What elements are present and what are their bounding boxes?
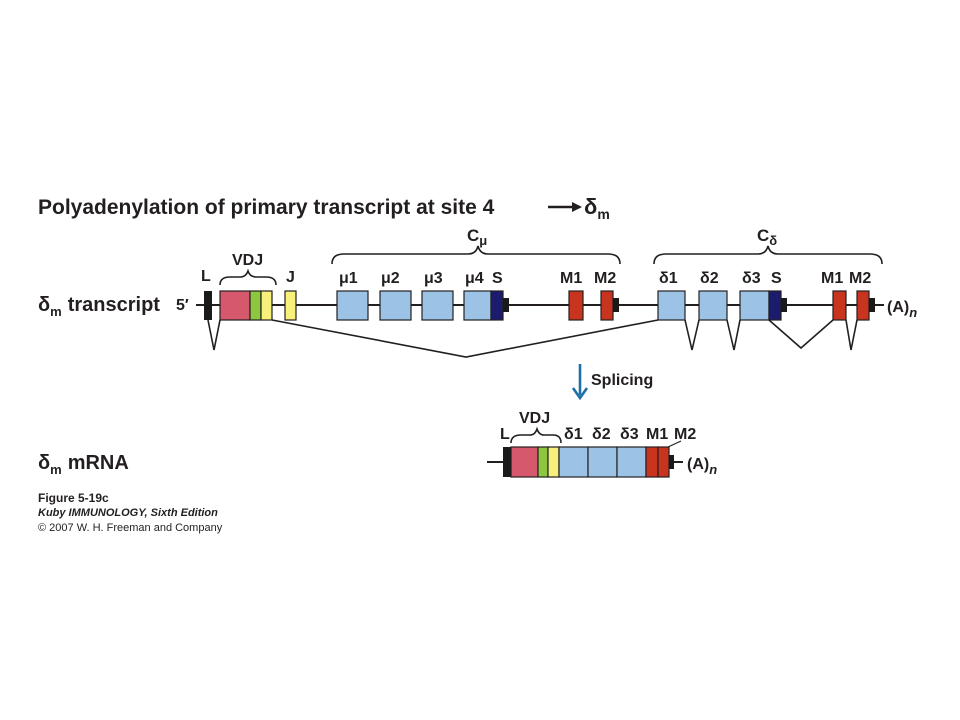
splice-m1-m2 [845, 319, 858, 351]
mu1-exon [336, 290, 369, 321]
label-m1-mu: M1 [560, 270, 582, 287]
mrna-d-segment [537, 446, 549, 478]
mrna-delta3 [616, 446, 647, 478]
delta1-exon [657, 290, 686, 321]
title-result-label: δm [584, 194, 610, 222]
mu3-exon [421, 290, 454, 321]
delta-m2-exon [856, 290, 870, 321]
mrna-v-segment [510, 446, 539, 478]
label-c-delta: Cδ [757, 226, 777, 248]
mrna-label-d2: δ2 [592, 426, 611, 443]
splice-vdj-delta1 [271, 319, 659, 358]
mrna-m2 [657, 446, 670, 478]
j-segment [260, 290, 273, 321]
transcript-poly-a: (A)n [887, 299, 917, 320]
c-delta-bracket [653, 245, 883, 265]
mu-secretory-poly-a-site [503, 298, 509, 312]
diagram-title: Polyadenylation of primary transcript at… [38, 196, 495, 219]
leader-exon [204, 291, 212, 320]
label-delta2: δ2 [700, 270, 719, 287]
mrna-delta1 [558, 446, 589, 478]
mrna-label-d3: δ3 [620, 426, 639, 443]
label-delta1: δ1 [659, 270, 678, 287]
label-m2-delta: M2 [849, 270, 871, 287]
mrna-m2-leader-line [667, 440, 682, 448]
label-mu2: μ2 [381, 270, 400, 287]
mu2-exon [379, 290, 412, 321]
mrna-label-m2: M2 [674, 426, 696, 443]
label-vdj: VDJ [232, 252, 263, 269]
mrna-m1 [645, 446, 659, 478]
mrna-delta2 [587, 446, 618, 478]
splice-delta3-m1 [768, 319, 834, 350]
delta2-exon [698, 290, 728, 321]
label-splicing: Splicing [591, 372, 653, 389]
mu-m2-exon [600, 290, 614, 321]
delta-secretory-poly-a-site [781, 298, 787, 312]
splicing-arrow [571, 364, 589, 401]
mrna-label-m1: M1 [646, 426, 668, 443]
delta-m1-exon [832, 290, 847, 321]
caption-book: Kuby IMMUNOLOGY, Sixth Edition [38, 507, 218, 519]
label-m2-mu: M2 [594, 270, 616, 287]
d-segment [249, 290, 262, 321]
mrna-poly-a-site [669, 455, 674, 469]
label-mu3: μ3 [424, 270, 443, 287]
mu-membrane-poly-a-site [613, 298, 619, 312]
splice-leader-vdj [207, 319, 221, 351]
mu4-exon [463, 290, 492, 321]
label-mu4: μ4 [465, 270, 484, 287]
mu-m1-exon [568, 290, 584, 321]
label-s-delta: S [771, 270, 782, 287]
mrna-poly-a: (A)n [687, 456, 717, 477]
mrna-label-leader: L [500, 426, 510, 443]
five-prime-label: 5′ [176, 297, 189, 314]
vdj-bracket [219, 268, 277, 286]
mrna-vdj-bracket [510, 426, 562, 444]
label-delta3: δ3 [742, 270, 761, 287]
mrna-j-segment [547, 446, 560, 478]
caption-copyright: © 2007 W. H. Freeman and Company [38, 522, 223, 534]
label-leader: L [201, 268, 211, 285]
mu-secreted-tail [490, 290, 504, 321]
label-s-mu: S [492, 270, 503, 287]
mrna-leader [503, 447, 511, 477]
splice-delta2-delta3 [726, 319, 741, 351]
delta3-exon [739, 290, 770, 321]
v-segment [219, 290, 251, 321]
delta-secreted-tail [768, 290, 782, 321]
label-c-mu: Cμ [467, 226, 487, 248]
c-mu-bracket [331, 245, 621, 265]
j-segment-downstream [284, 290, 297, 321]
mrna-label-d1: δ1 [564, 426, 583, 443]
label-m1-delta: M1 [821, 270, 843, 287]
mrna-label-vdj: VDJ [519, 410, 550, 427]
caption-figure: Figure 5-19c [38, 491, 109, 505]
label-mu1: μ1 [339, 270, 358, 287]
splice-delta1-delta2 [684, 319, 700, 351]
label-j: J [286, 269, 295, 286]
delta-membrane-poly-a-site [869, 298, 875, 312]
